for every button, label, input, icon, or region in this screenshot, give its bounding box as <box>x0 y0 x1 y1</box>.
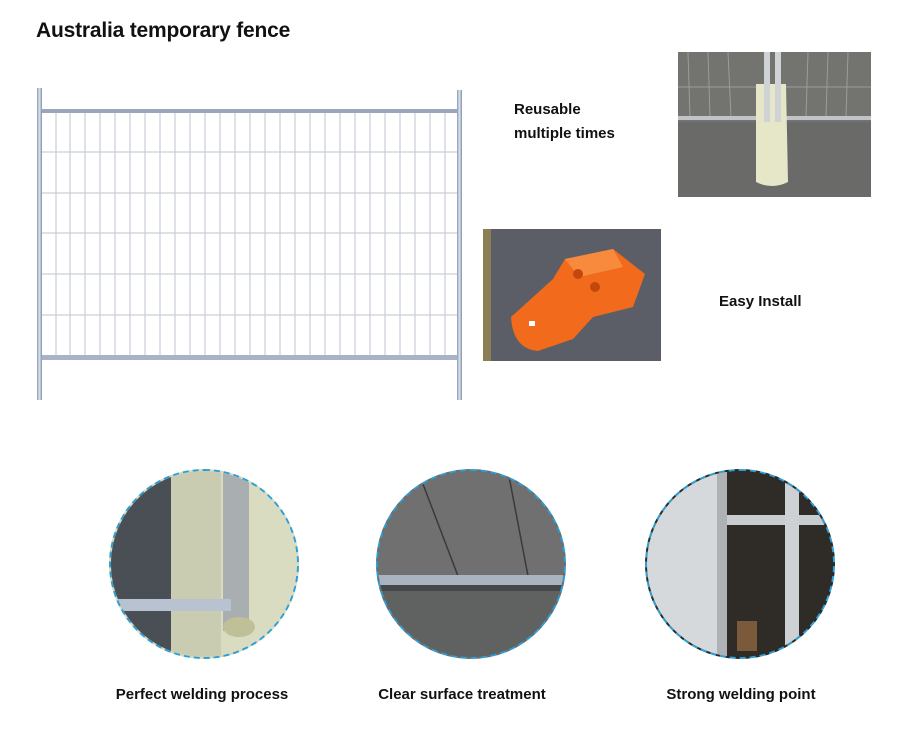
detail-label-welding-process: Perfect welding process <box>115 686 289 703</box>
feature-label-reusable: Reusable multiple times <box>514 98 615 146</box>
detail-image-welding-process <box>109 469 299 659</box>
page-title: Australia temporary fence <box>36 19 291 42</box>
feature-label-line1: Reusable <box>514 101 581 118</box>
fence-base-photo <box>678 52 871 197</box>
orange-base-photo <box>483 229 661 361</box>
orange-base-image <box>483 229 661 361</box>
fence-panel-illustration <box>37 88 462 400</box>
fence-base-image <box>678 52 871 197</box>
detail-label-weld-point: Strong welding point <box>666 686 816 703</box>
surface-rail-image <box>378 471 564 657</box>
detail-image-surface-treatment <box>376 469 566 659</box>
welding-joint-image <box>111 471 297 657</box>
detail-image-weld-point <box>645 469 835 659</box>
feature-label-easy-install: Easy Install <box>719 293 802 310</box>
feature-label-line2: multiple times <box>514 125 615 142</box>
detail-label-surface-treatment: Clear surface treatment <box>378 686 546 703</box>
weld-point-image <box>647 471 833 657</box>
